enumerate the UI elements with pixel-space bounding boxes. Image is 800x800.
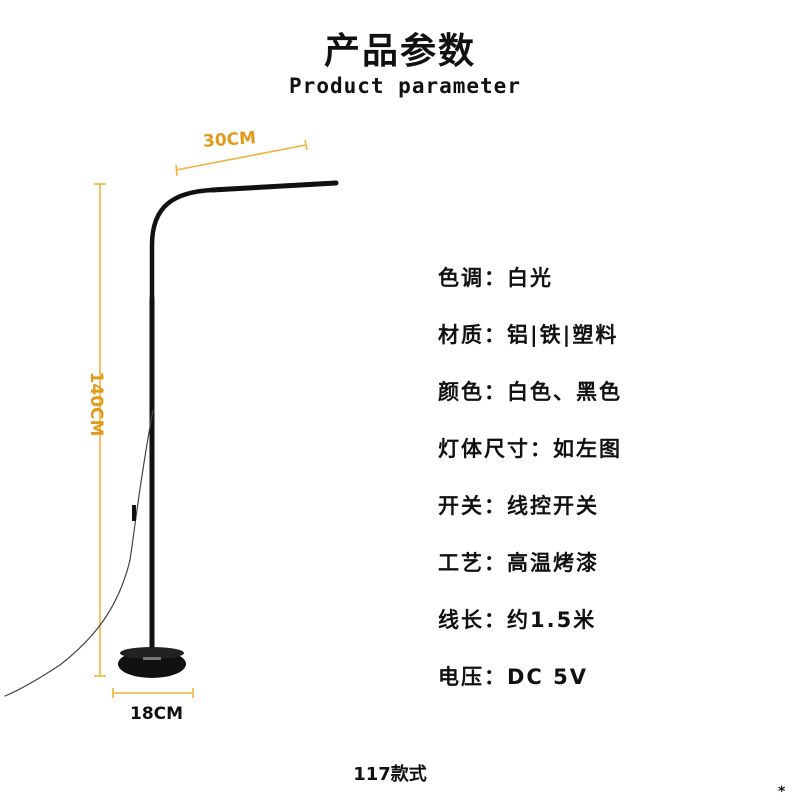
lamp-base [118,647,186,678]
lamp-gooseneck [149,180,337,303]
spec-item: 线长：约1.5米 [438,608,597,632]
spec-item: 灯体尺寸：如左图 [438,437,622,461]
cable-switch [132,505,136,521]
power-cable [4,409,154,697]
height-label: 140CM [86,371,106,437]
lamp-head [209,180,339,193]
spec-item: 材质：铝|铁|塑料 [438,323,619,347]
base-diameter-label: 18CM [130,704,184,724]
arm-length-label: 30CM [202,128,257,152]
dimension-lines [94,139,308,698]
corner-mark: * [778,784,786,800]
spec-item: 工艺：高温烤漆 [438,551,599,575]
spec-item: 电压：DC 5V [438,665,589,689]
spec-item: 开关：线控开关 [438,494,599,518]
spec-list: 色调：白光 材质：铝|铁|塑料 颜色：白色、黑色 灯体尺寸：如左图 开关：线控开… [438,258,622,714]
model-caption: 117款式 [353,764,427,785]
lamp-body [4,180,339,697]
spec-item: 颜色：白色、黑色 [438,380,622,404]
page-subtitle: Product parameter [289,74,521,98]
spec-item: 色调：白光 [438,266,553,290]
arm-dimension-line [175,144,307,171]
page-title: 产品参数 [323,31,476,72]
